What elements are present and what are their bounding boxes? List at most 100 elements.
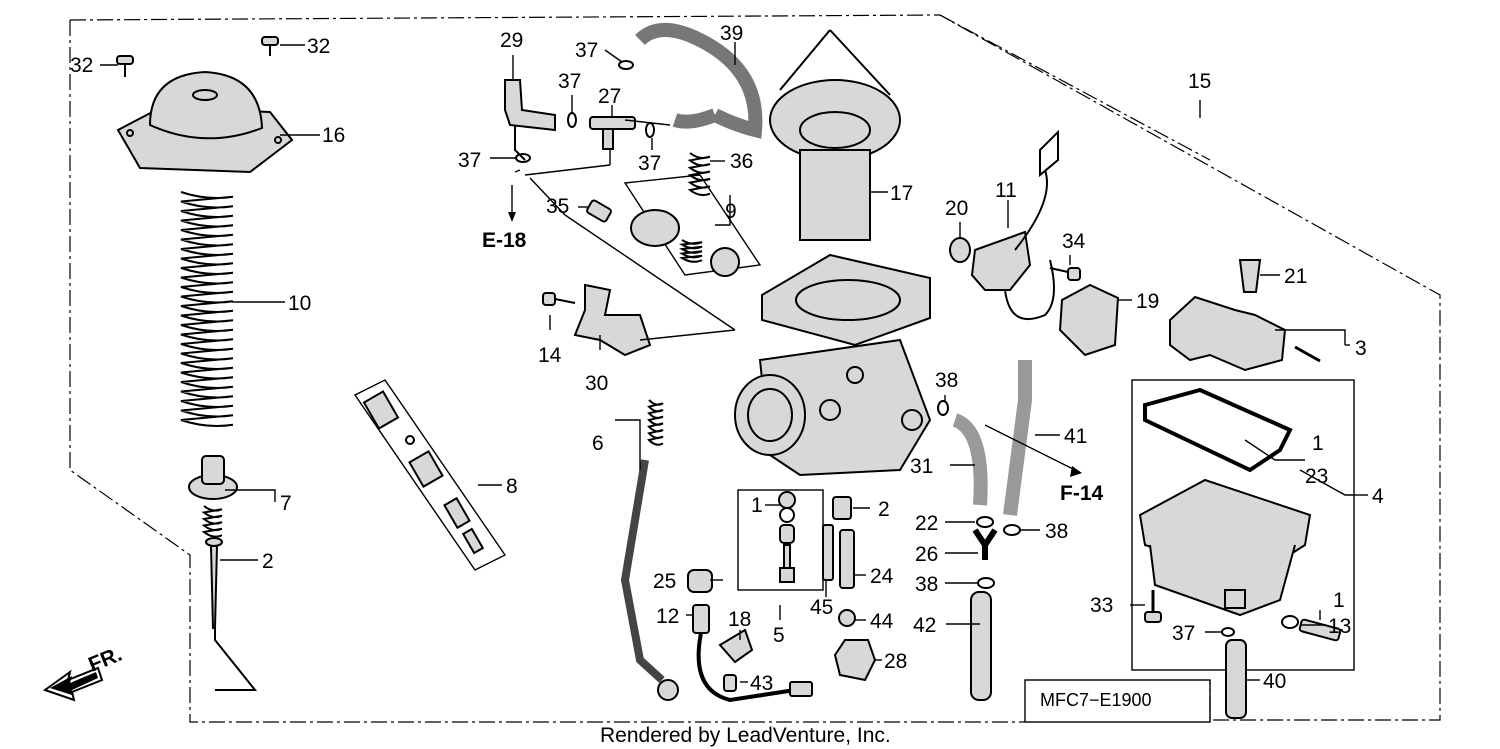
label-27: 27 — [598, 85, 621, 108]
clamp-18 — [718, 628, 754, 664]
label-36: 36 — [730, 150, 753, 173]
label-37a: 37 — [575, 39, 598, 62]
clip-37-a — [567, 112, 577, 128]
label-37e: 37 — [1172, 622, 1195, 645]
jet-set-5 — [778, 491, 796, 583]
label-19: 19 — [1136, 290, 1159, 313]
connector-43 — [789, 681, 813, 697]
callout-labels: 32 32 16 10 7 2 8 29 37 37 27 37 37 39 3… — [70, 22, 1384, 747]
collar-25 — [687, 569, 713, 593]
top-cover-16 — [116, 70, 294, 174]
label-41: 41 — [1064, 425, 1087, 448]
gasket-23 — [1143, 387, 1293, 473]
footer-credit: Rendered by LeadVenture, Inc. — [600, 724, 891, 747]
screw-43 — [723, 674, 737, 692]
float-3 — [1169, 295, 1321, 372]
label-45: 45 — [810, 596, 833, 619]
label-32b: 32 — [307, 35, 330, 58]
needle-holder-7 — [188, 455, 238, 538]
jet-holder-2 — [832, 496, 852, 520]
label-22: 22 — [915, 512, 938, 535]
clip-22 — [976, 516, 994, 528]
label-7: 7 — [280, 492, 292, 515]
label-2b: 2 — [878, 498, 890, 521]
label-4: 4 — [1372, 485, 1384, 508]
label-13: 13 — [1328, 615, 1351, 638]
jet-needle-2 — [205, 537, 258, 691]
heater-cover-19 — [1058, 283, 1120, 357]
label-40: 40 — [1263, 670, 1286, 693]
diagram-code: MFC7−E1900 — [1040, 690, 1152, 710]
label-6: 6 — [592, 432, 604, 455]
group-box-8 — [353, 379, 507, 571]
leader-lines — [100, 42, 1368, 683]
label-38a: 38 — [935, 369, 958, 392]
label-38b: 38 — [1045, 520, 1068, 543]
fitting-12 — [692, 604, 710, 634]
label-2a: 2 — [262, 550, 274, 573]
throttle-plate-30 — [573, 283, 652, 357]
clip-38-lower — [977, 577, 995, 589]
throttle-cable-6 — [620, 399, 679, 701]
float-chamber-4 — [1138, 478, 1312, 617]
jet-44 — [838, 609, 856, 627]
label-26: 26 — [915, 543, 938, 566]
cap-20 — [949, 237, 971, 263]
tube-41 — [1003, 360, 1032, 516]
label-15: 15 — [1188, 70, 1211, 93]
ref-e18: E-18 — [482, 229, 527, 252]
screw-34 — [1049, 267, 1081, 281]
clip-38-top — [937, 400, 949, 416]
label-14: 14 — [538, 344, 562, 367]
small-spring-36 — [687, 152, 711, 197]
spring-10 — [180, 191, 234, 427]
tube-31 — [952, 413, 988, 506]
diaphragm-cover-9 — [623, 174, 762, 277]
label-43: 43 — [750, 672, 773, 695]
clip-37-b — [645, 122, 655, 138]
air-funnel-17 — [769, 29, 901, 241]
float-valve-21 — [1238, 259, 1262, 293]
drain-tube-40 — [1225, 639, 1247, 719]
cup-28 — [833, 639, 877, 682]
y-fitting-26 — [972, 528, 998, 560]
clip-37-bottom — [1221, 627, 1235, 637]
reference-arrows — [508, 212, 1082, 477]
label-35: 35 — [546, 195, 569, 218]
label-37d: 37 — [638, 152, 661, 175]
label-42: 42 — [913, 614, 936, 637]
pilot-screw-set-8 — [362, 390, 485, 555]
label-31: 31 — [910, 455, 933, 478]
label-29: 29 — [500, 29, 523, 52]
label-28: 28 — [884, 650, 907, 673]
label-9: 9 — [725, 200, 737, 223]
label-34: 34 — [1062, 230, 1086, 253]
needle-jet-24 — [839, 529, 855, 589]
label-38c: 38 — [915, 573, 938, 596]
bent-tube-29 — [504, 79, 556, 132]
assembly-boundary — [69, 14, 1441, 723]
label-21: 21 — [1284, 265, 1307, 288]
fitting-35 — [586, 199, 612, 223]
label-44: 44 — [870, 610, 894, 633]
label-25: 25 — [653, 570, 676, 593]
screw-14 — [542, 292, 576, 306]
label-17: 17 — [890, 182, 913, 205]
label-32a: 32 — [70, 54, 93, 77]
label-39: 39 — [720, 22, 743, 45]
label-33: 33 — [1090, 594, 1113, 617]
tube-42 — [970, 591, 992, 701]
label-24: 24 — [870, 565, 894, 588]
label-12: 12 — [656, 605, 679, 628]
label-8: 8 — [506, 475, 518, 498]
label-1c: 1 — [1333, 589, 1345, 612]
carburetor-body-15 — [734, 253, 932, 477]
ref-fr: FR. — [85, 643, 125, 677]
t-fitting-27 — [589, 116, 636, 150]
front-arrow — [42, 666, 104, 702]
clip-38-upper — [1003, 524, 1021, 536]
screw-33 — [1144, 590, 1162, 623]
screw-32-right — [261, 36, 279, 56]
label-1b: 1 — [751, 494, 763, 517]
